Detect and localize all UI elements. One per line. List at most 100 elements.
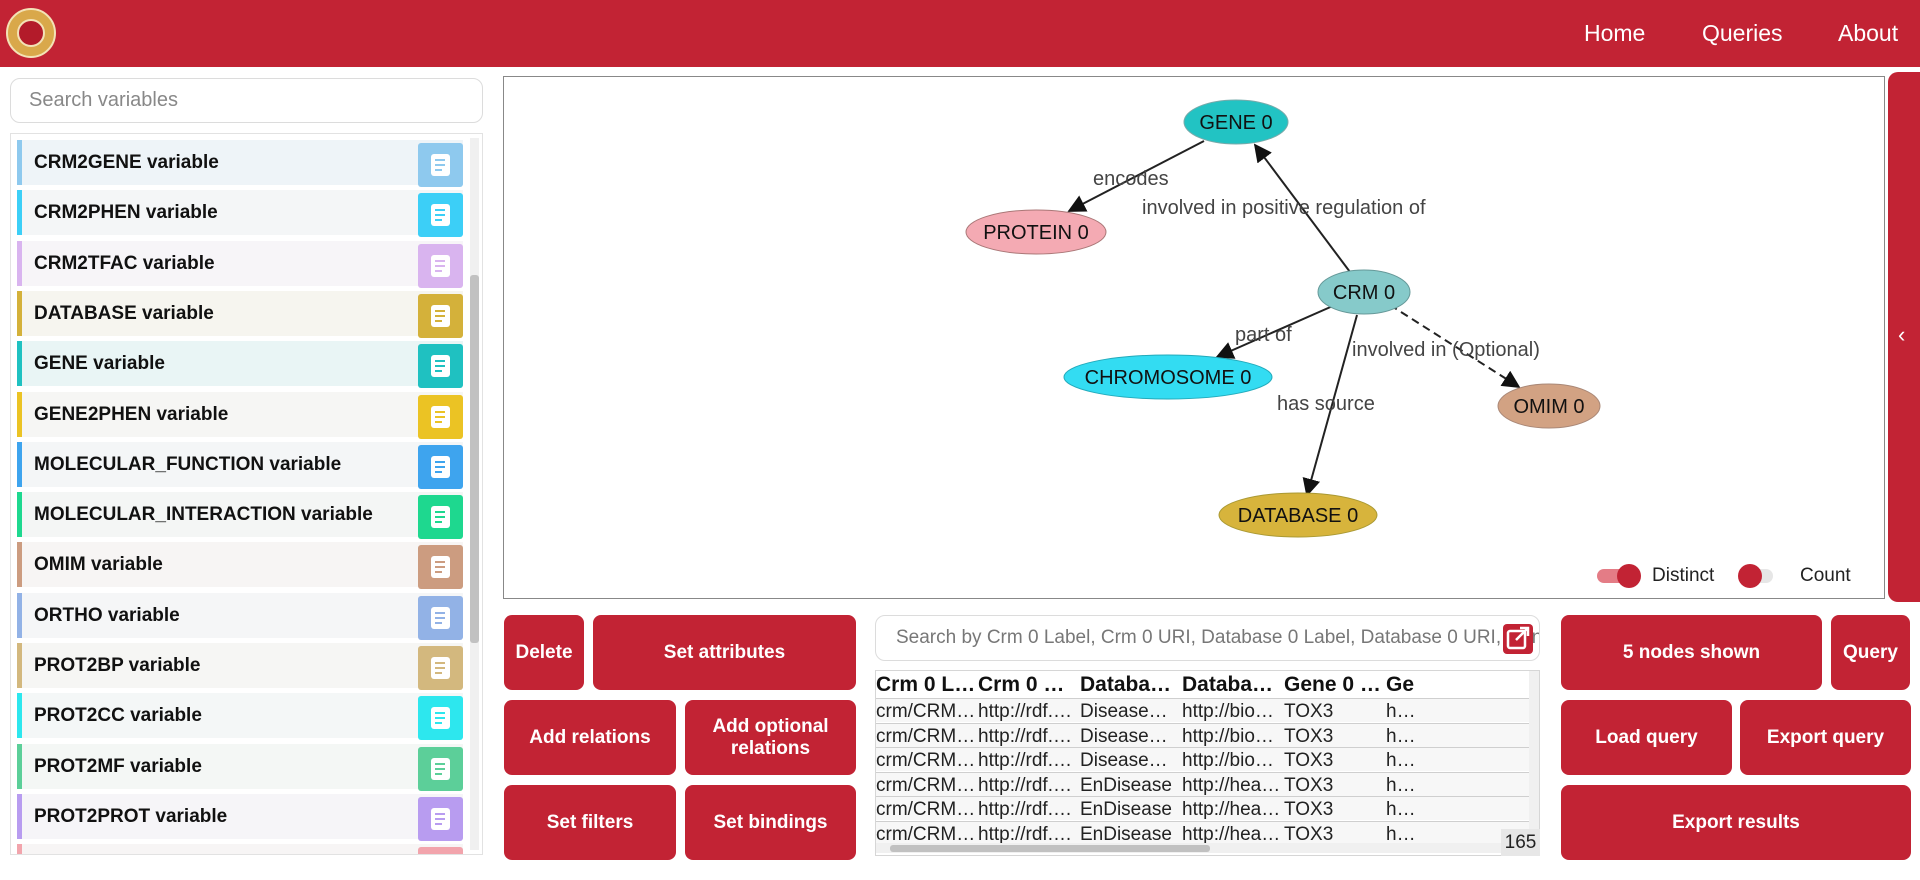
results-table-cell: TOX3 xyxy=(1284,799,1334,820)
results-table-cell: http://biocc.hrbmu.edu.cn xyxy=(1182,701,1282,722)
edge-part-of[interactable] xyxy=(1215,304,1336,359)
variable-search-input[interactable] xyxy=(10,78,483,123)
variable-item[interactable]: PROT2CC variable xyxy=(17,693,463,741)
variable-details-button[interactable] xyxy=(418,696,463,741)
node-database[interactable]: DATABASE 0 xyxy=(1218,492,1378,538)
results-table-vscroll[interactable] xyxy=(1529,671,1539,831)
node-chromosome[interactable]: CHROMOSOME 0 xyxy=(1063,354,1273,400)
variable-details-button[interactable] xyxy=(418,796,463,841)
variable-item[interactable]: GENE variable xyxy=(17,341,463,389)
results-table-cell: DiseaseEnhancer xyxy=(1080,750,1180,771)
nav-home-link[interactable]: Home xyxy=(1584,20,1646,46)
node-database-label: DATABASE 0 xyxy=(1238,505,1358,527)
variable-item[interactable]: DATABASE variable xyxy=(17,290,463,338)
results-search-input[interactable] xyxy=(875,615,1540,661)
variable-item[interactable]: CRM2PHEN variable xyxy=(17,190,463,238)
set-attributes-button[interactable]: Set attributes xyxy=(593,615,856,690)
query-button[interactable]: Query xyxy=(1831,615,1910,690)
results-table-row[interactable]: crm/CRMHS00000005387http://rdf.biosemant… xyxy=(876,747,1531,771)
count-toggle-knob[interactable] xyxy=(1738,564,1762,588)
variable-item[interactable]: CRM2TFAC variable xyxy=(17,240,463,288)
edge-has-source[interactable] xyxy=(1302,314,1358,497)
variable-details-button[interactable] xyxy=(418,847,463,854)
results-column-header[interactable]: Gene 0 Label xyxy=(1284,673,1384,696)
variable-details-button[interactable] xyxy=(418,545,463,590)
variable-item-label: CRM2PHEN variable xyxy=(34,202,218,224)
variable-item[interactable]: OMIM variable xyxy=(17,542,463,590)
add-optional-relations-button[interactable]: Add optional relations xyxy=(685,700,856,775)
distinct-toggle-knob[interactable] xyxy=(1617,564,1641,588)
results-table-row[interactable]: crm/CRMHS00000005387http://rdf.biosemant… xyxy=(876,698,1531,722)
results-table-row[interactable]: crm/CRMHS00000005387http://rdf.biosemant… xyxy=(876,771,1531,796)
nav-about-link[interactable]: About xyxy=(1838,20,1899,46)
results-table-cell: crm/CRMHS00000005387 xyxy=(876,799,976,820)
variable-item[interactable]: ORTHO variable xyxy=(17,592,463,640)
variable-details-button[interactable] xyxy=(418,595,463,640)
document-icon xyxy=(431,455,450,478)
edge-label-part-of: part of xyxy=(1235,324,1292,346)
set-bindings-button[interactable]: Set bindings xyxy=(685,785,856,860)
query-graph-canvas[interactable]: encodes involved in positive regulation … xyxy=(504,77,1884,598)
results-column-header[interactable]: Database 0 URI xyxy=(1182,673,1282,696)
variable-details-button[interactable] xyxy=(418,344,463,389)
export-results-button[interactable]: Export results xyxy=(1561,785,1911,860)
node-database-shape[interactable] xyxy=(1218,492,1378,538)
results-table-hscroll-thumb[interactable] xyxy=(890,845,1210,852)
results-column-header[interactable]: Crm 0 URI xyxy=(978,673,1078,696)
results-column-header[interactable]: Ge xyxy=(1386,673,1415,696)
node-gene[interactable]: GENE 0 xyxy=(1183,99,1289,145)
results-table-row[interactable]: crm/CRMHS00000005387http://rdf.biosemant… xyxy=(876,722,1531,747)
results-column-header[interactable]: Database 0 Label xyxy=(1080,673,1180,696)
variable-item[interactable]: MOLECULAR_INTERACTION variable xyxy=(17,492,463,540)
variable-details-button[interactable] xyxy=(418,243,463,288)
node-protein[interactable]: PROTEIN 0 xyxy=(965,209,1107,255)
add-relations-button[interactable]: Add relations xyxy=(504,700,676,775)
variable-item[interactable]: MOLECULAR_FUNCTION variable xyxy=(17,441,463,489)
variable-item[interactable]: PROT2BP variable xyxy=(17,643,463,690)
variable-details-button[interactable] xyxy=(418,444,463,489)
node-gene-label: GENE 0 xyxy=(1199,112,1272,134)
document-icon xyxy=(431,757,450,780)
variable-details-button[interactable] xyxy=(418,646,463,690)
edge-involved-in-positive-regulation[interactable] xyxy=(1253,143,1351,273)
variable-item[interactable]: GENE2PHEN variable xyxy=(17,391,463,439)
results-table-cell: http://health.tsinghua.edu.cn xyxy=(1182,799,1282,820)
results-column-header[interactable]: Crm 0 Label xyxy=(876,673,976,696)
delete-button[interactable]: Delete xyxy=(504,615,584,690)
variable-details-button[interactable] xyxy=(418,193,463,238)
set-filters-button[interactable]: Set filters xyxy=(504,785,676,860)
node-chromosome-label: CHROMOSOME 0 xyxy=(1085,367,1252,389)
variable-details-button[interactable] xyxy=(418,293,463,338)
node-chromosome-shape[interactable] xyxy=(1063,354,1273,400)
right-panel-toggle[interactable]: ‹ xyxy=(1888,72,1920,602)
node-crm[interactable]: CRM 0 xyxy=(1317,269,1411,315)
node-omim[interactable]: OMIM 0 xyxy=(1497,383,1601,429)
edge-encodes[interactable] xyxy=(1067,140,1205,212)
query-graph-panel[interactable]: encodes involved in positive regulation … xyxy=(503,76,1885,599)
variable-item[interactable]: PROT2PROT variable xyxy=(17,793,463,841)
nav-queries-link[interactable]: Queries xyxy=(1702,20,1783,46)
variable-item[interactable]: CRM2GENE variable xyxy=(17,140,463,187)
open-external-icon[interactable] xyxy=(1503,624,1533,654)
variable-item[interactable]: PROT2MF variable xyxy=(17,743,463,791)
variable-details-button[interactable] xyxy=(418,495,463,540)
results-table-cell: crm/CRMHS00000005387 xyxy=(876,774,976,796)
variable-details-button[interactable] xyxy=(418,143,463,187)
document-icon xyxy=(431,657,450,679)
results-table-row[interactable]: crm/CRMHS00000005387http://rdf.biosemant… xyxy=(876,820,1531,845)
variable-item[interactable] xyxy=(17,844,463,854)
nodes-shown-button[interactable]: 5 nodes shown xyxy=(1561,615,1822,690)
export-query-button[interactable]: Export query xyxy=(1740,700,1911,775)
node-protein-shape[interactable] xyxy=(965,209,1107,255)
node-omim-shape[interactable] xyxy=(1497,383,1601,429)
university-logo[interactable] xyxy=(6,8,56,58)
node-crm-shape[interactable] xyxy=(1317,269,1411,315)
document-icon xyxy=(431,556,450,579)
results-table-row[interactable]: crm/CRMHS00000005387http://rdf.biosemant… xyxy=(876,796,1531,820)
variable-list-scrollbar-thumb[interactable] xyxy=(470,275,479,643)
variable-details-button[interactable] xyxy=(418,394,463,439)
variable-item-label: MOLECULAR_FUNCTION variable xyxy=(34,453,342,475)
load-query-button[interactable]: Load query xyxy=(1561,700,1732,775)
variable-details-button[interactable] xyxy=(418,746,463,791)
node-gene-shape[interactable] xyxy=(1183,99,1289,145)
